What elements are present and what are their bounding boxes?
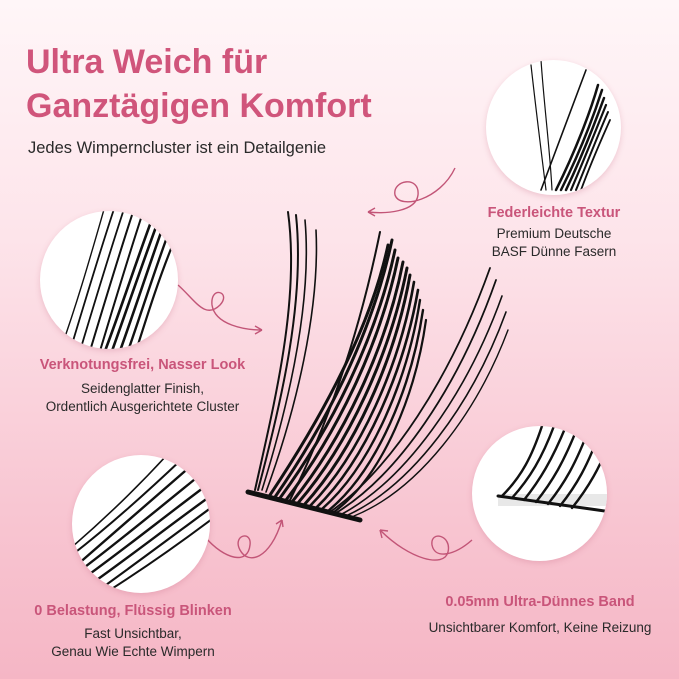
feature-band-title: 0.05mm Ultra-Dünnes Band (445, 594, 635, 610)
feature-knot-desc-2: Ordentlich Ausgerichtete Cluster (45, 399, 240, 414)
lash-detail-icon (72, 455, 210, 593)
lash-detail-icon (59, 211, 177, 349)
feature-weight-desc-1: Fast Unsichtbar, (84, 626, 182, 641)
page-subtitle: Jedes Wimperncluster ist ein Detailgenie (28, 139, 327, 157)
feature-band: 0.05mm Ultra-Dünnes Band Unsichtbarer Ko… (405, 594, 675, 637)
feature-knot-desc-1: Seidenglatter Finish, (80, 381, 205, 396)
feature-weight-desc-2: Genau Wie Echte Wimpern (51, 644, 215, 659)
detail-circle-weight (72, 455, 210, 593)
page-title: Ultra Weich für Ganztägigen Komfort (26, 40, 372, 128)
feature-weight: 0 Belastung, Flüssig Blinken Fast Unsich… (8, 603, 258, 661)
band-detail-icon (496, 426, 607, 513)
feature-knot-title: Verknotungsfrei, Nasser Look (39, 357, 246, 373)
feature-texture-title: Federleichte Textur (487, 205, 621, 221)
feature-knot: Verknotungsfrei, Nasser Look Seidenglatt… (10, 357, 275, 416)
lash-detail-icon (530, 60, 611, 192)
detail-circle-knot (40, 211, 178, 349)
feature-weight-title: 0 Belastung, Flüssig Blinken (34, 603, 232, 619)
title-line-2: Ganztägigen Komfort (26, 87, 372, 125)
feature-band-desc-1: Unsichtbarer Komfort, Keine Reizung (428, 620, 652, 635)
feature-texture-desc-2: BASF Dünne Fasern (491, 244, 617, 259)
title-line-1: Ultra Weich für (26, 43, 268, 81)
detail-circle-band (472, 426, 607, 561)
curly-arrow-icon (367, 167, 456, 214)
feature-texture: Federleichte Textur Premium Deutsche BAS… (464, 205, 644, 261)
feature-texture-desc-1: Premium Deutsche (496, 226, 612, 241)
detail-circle-texture (486, 60, 621, 195)
